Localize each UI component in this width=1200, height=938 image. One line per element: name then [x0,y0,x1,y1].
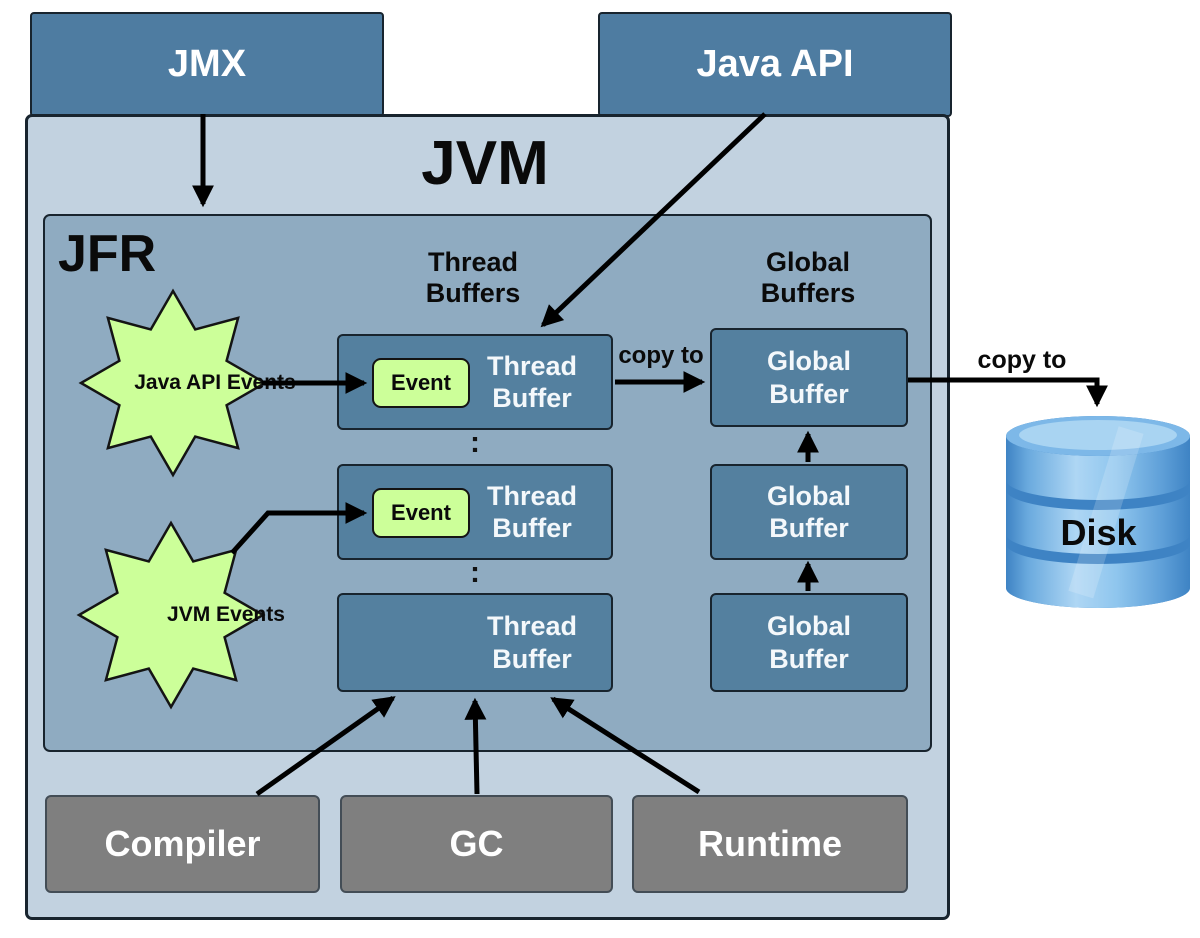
thread-buffer-box-2: Thread Buffer [337,464,613,560]
global-buffer-label: Global Buffer [766,480,851,543]
global-buffer-box-3: Global Buffer [710,593,908,692]
copy-to-label: copy to [618,342,704,369]
compiler-box: Compiler [45,795,320,893]
global-buffer-box-2: Global Buffer [710,464,908,560]
global-buffers-heading: Global Buffers [760,247,856,309]
star-icon [78,288,268,478]
event-label: Event [391,370,451,395]
star-icon [76,520,266,710]
dots-separator: : [470,426,480,459]
dots-separator: : [470,556,480,589]
event-chip-1: Event [372,358,470,408]
jmx-box: JMX [30,12,384,117]
event-chip-2: Event [372,488,470,538]
global-buffer-box-1: Global Buffer [710,328,908,427]
runtime-label: Runtime [698,823,842,864]
java-api-events-label: Java API Events [134,371,296,395]
thread-buffer-label: Thread Buffer [486,480,578,543]
jmx-label: JMX [167,43,247,85]
copy-to-label: copy to [977,346,1067,374]
runtime-box: Runtime [632,795,908,893]
java-api-label: Java API [696,43,854,85]
java-api-box: Java API [598,12,952,117]
global-buffer-label: Global Buffer [766,346,851,409]
thread-buffer-box-1: Thread Buffer [337,334,613,430]
gc-box: GC [340,795,613,893]
jvm-events-star: JVM Events [71,515,285,715]
jvm-events-label: JVM Events [167,603,285,627]
thread-buffers-heading: Thread Buffers [425,247,521,309]
compiler-label: Compiler [104,823,261,864]
thread-buffer-box-3: Thread Buffer [337,593,613,692]
event-label: Event [391,500,451,525]
thread-buffer-label: Thread Buffer [486,611,578,674]
gc-label: GC [449,823,504,864]
jvm-label: JVM [421,129,549,198]
jfr-label: JFR [58,225,157,283]
disk-icon [1005,412,1192,612]
global-buffer-label: Global Buffer [766,611,851,674]
java-api-events-star: Java API Events [73,283,296,483]
thread-buffer-label: Thread Buffer [486,350,578,413]
disk-label: Disk [1060,512,1137,553]
